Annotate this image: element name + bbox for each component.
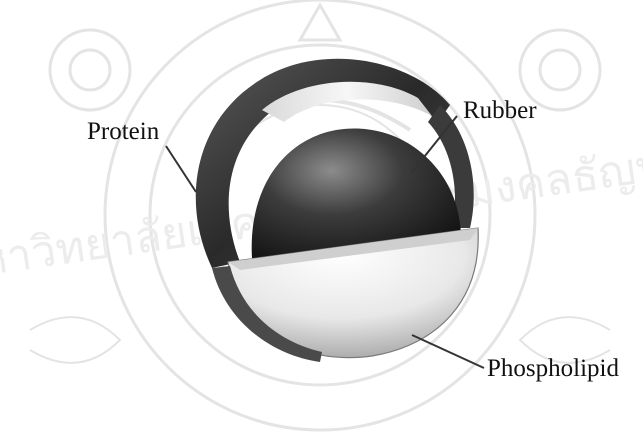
rubber-label: Rubber <box>463 97 537 125</box>
protein-label: Protein <box>87 118 159 146</box>
protein-leader-line <box>166 146 196 192</box>
phospholipid-label: Phospholipid <box>487 355 619 383</box>
